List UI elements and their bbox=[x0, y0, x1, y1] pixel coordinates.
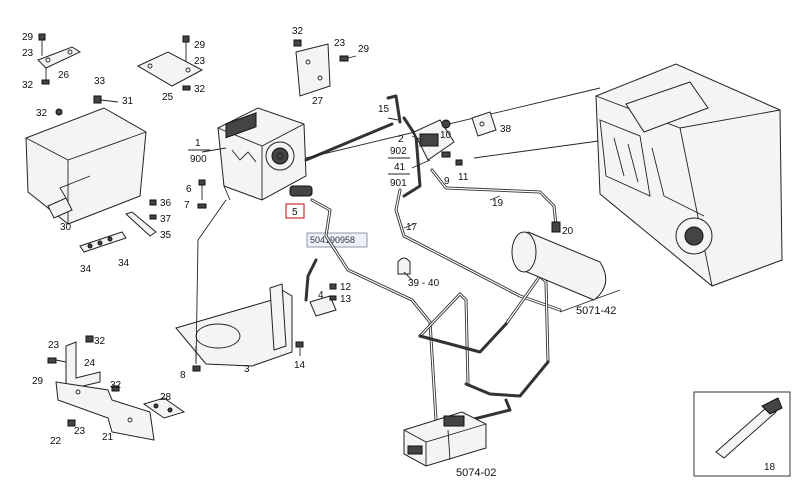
sensor-12-13[interactable] bbox=[304, 258, 337, 317]
callout-11[interactable]: 11 bbox=[458, 172, 469, 183]
callout-23[interactable]: 23 bbox=[74, 426, 86, 437]
clip-strip-34[interactable] bbox=[79, 231, 127, 253]
housing-30[interactable] bbox=[25, 107, 147, 225]
callout-32[interactable]: 32 bbox=[94, 336, 106, 347]
mounting-plate-3[interactable] bbox=[175, 283, 304, 372]
callout-41[interactable]: 41 bbox=[394, 162, 406, 173]
callout-901[interactable]: 901 bbox=[390, 178, 407, 189]
bracket-27[interactable] bbox=[293, 39, 357, 97]
callout-23[interactable]: 23 bbox=[48, 340, 60, 351]
callout-29[interactable]: 29 bbox=[194, 40, 206, 51]
callout-26[interactable]: 26 bbox=[58, 70, 70, 81]
callout-2[interactable]: 2 bbox=[398, 134, 404, 145]
callout-29[interactable]: 29 bbox=[32, 376, 44, 387]
bracket-26[interactable] bbox=[37, 33, 82, 85]
callout-25[interactable]: 25 bbox=[162, 92, 174, 103]
callout-19[interactable]: 19 bbox=[492, 198, 504, 209]
clips-35-37[interactable] bbox=[125, 199, 157, 237]
callout-13[interactable]: 13 bbox=[340, 294, 352, 305]
callout-labels: 29 23 26 32 33 31 32 29 23 25 32 32 23 2… bbox=[22, 26, 776, 479]
inset-part-18[interactable] bbox=[693, 391, 791, 477]
callout-7[interactable]: 7 bbox=[184, 200, 190, 211]
callout-20[interactable]: 20 bbox=[562, 226, 574, 237]
bolt-31-33[interactable] bbox=[93, 95, 119, 104]
callout-32[interactable]: 32 bbox=[292, 26, 304, 37]
callout-37[interactable]: 37 bbox=[160, 214, 172, 225]
callout-32[interactable]: 32 bbox=[36, 108, 48, 119]
callout-29[interactable]: 29 bbox=[22, 32, 34, 43]
callout-34[interactable]: 34 bbox=[80, 264, 92, 275]
callout-15[interactable]: 15 bbox=[378, 104, 390, 115]
callout-6[interactable]: 6 bbox=[186, 184, 192, 195]
callout-5071-42[interactable]: 5071-42 bbox=[576, 305, 616, 317]
callout-22[interactable]: 22 bbox=[50, 436, 62, 447]
callout-28[interactable]: 28 bbox=[160, 392, 172, 403]
bracket-21[interactable] bbox=[55, 381, 155, 441]
controller-box-5074-02[interactable] bbox=[403, 411, 487, 467]
plate-25[interactable] bbox=[136, 35, 204, 91]
heater-unit[interactable] bbox=[217, 107, 307, 201]
vehicle-outline bbox=[595, 63, 783, 287]
callout-39-40[interactable]: 39 - 40 bbox=[408, 278, 440, 289]
callout-3[interactable]: 3 bbox=[244, 364, 250, 375]
sensor-5[interactable] bbox=[285, 185, 313, 219]
callout-5074-02[interactable]: 5074-02 bbox=[456, 467, 496, 479]
callout-32[interactable]: 32 bbox=[110, 380, 122, 391]
callout-902[interactable]: 902 bbox=[390, 146, 407, 157]
callout-32[interactable]: 32 bbox=[22, 80, 34, 91]
callout-18[interactable]: 18 bbox=[764, 462, 776, 473]
bolt-6-7[interactable] bbox=[197, 179, 207, 209]
bracket-38[interactable] bbox=[471, 111, 497, 137]
callout-33[interactable]: 33 bbox=[94, 76, 106, 87]
clamp-39-40[interactable] bbox=[397, 257, 411, 275]
callout-900[interactable]: 900 bbox=[190, 154, 207, 165]
callout-4[interactable]: 4 bbox=[318, 290, 324, 301]
tank-5071-42[interactable] bbox=[511, 221, 607, 301]
callout-24[interactable]: 24 bbox=[84, 358, 96, 369]
callout-5[interactable]: 5 bbox=[292, 207, 298, 218]
callout-34[interactable]: 34 bbox=[118, 258, 130, 269]
callout-12[interactable]: 12 bbox=[340, 282, 352, 293]
callout-35[interactable]: 35 bbox=[160, 230, 172, 241]
highlight-box bbox=[285, 203, 305, 219]
callout-27[interactable]: 27 bbox=[312, 96, 324, 107]
callout-23[interactable]: 23 bbox=[22, 48, 34, 59]
callout-14[interactable]: 14 bbox=[294, 360, 306, 371]
callout-36[interactable]: 36 bbox=[160, 198, 172, 209]
callout-23[interactable]: 23 bbox=[334, 38, 346, 49]
valve-assembly-2[interactable] bbox=[413, 119, 463, 166]
callout-8[interactable]: 8 bbox=[180, 370, 186, 381]
callout-29[interactable]: 29 bbox=[358, 44, 370, 55]
callout-1[interactable]: 1 bbox=[195, 138, 201, 149]
callout-32[interactable]: 32 bbox=[194, 84, 206, 95]
callout-30[interactable]: 30 bbox=[60, 222, 72, 233]
callout-10[interactable]: 10 bbox=[440, 130, 452, 141]
tooltip-part-number: 504190958 bbox=[310, 235, 355, 245]
callout-38[interactable]: 38 bbox=[500, 124, 512, 135]
part-28[interactable] bbox=[142, 397, 186, 419]
callout-23[interactable]: 23 bbox=[194, 56, 206, 67]
pipe-network bbox=[304, 87, 621, 430]
callout-17[interactable]: 17 bbox=[406, 222, 418, 233]
callout-9[interactable]: 9 bbox=[444, 176, 450, 187]
callout-31[interactable]: 31 bbox=[122, 96, 134, 107]
leader-lines bbox=[195, 117, 501, 461]
callout-21[interactable]: 21 bbox=[102, 432, 114, 443]
part-number-tooltip: 504190958 bbox=[306, 232, 368, 248]
